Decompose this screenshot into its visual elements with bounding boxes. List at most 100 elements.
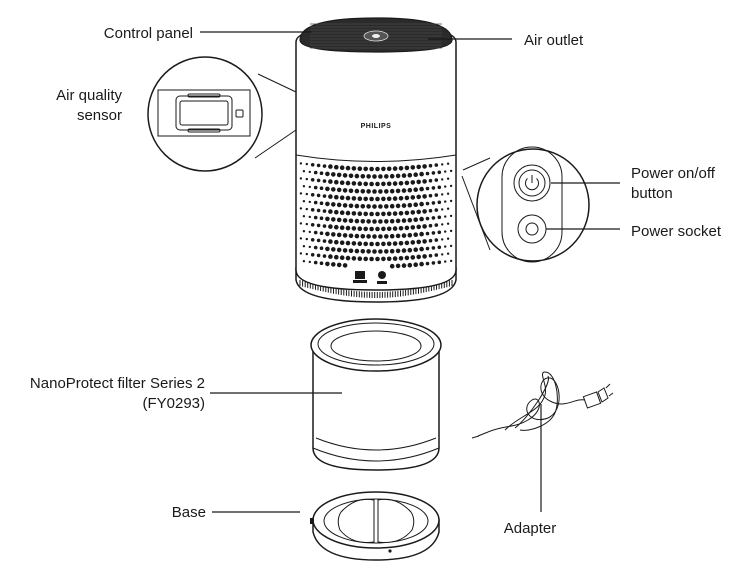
grille-hole [419, 201, 424, 207]
sensor-zoom-callout [147, 56, 297, 172]
grille-hole [313, 215, 318, 220]
grille-hole [316, 163, 321, 168]
grille-hole [401, 203, 407, 208]
grille-hole [386, 241, 392, 247]
grille-hole [357, 181, 363, 186]
grille-hole [389, 263, 395, 269]
grille-hole [446, 222, 450, 225]
grille-hole [351, 166, 357, 171]
grille-hole [334, 209, 339, 215]
grille-hole [384, 249, 389, 254]
grille-hole [413, 232, 419, 237]
grille-hole [416, 164, 422, 170]
grille-hole [322, 224, 327, 228]
grille-hole [357, 226, 363, 231]
label-air-quality-sensor-line2: sensor [77, 107, 122, 124]
grille-hole [404, 225, 410, 231]
grille-hole [336, 262, 342, 268]
label-filter-line1: NanoProtect filter Series 2 [30, 375, 205, 392]
grille-hole [357, 196, 363, 201]
grille-hole [419, 246, 424, 252]
grille-hole [366, 234, 371, 239]
grille-hole [410, 255, 416, 260]
grille-hole [351, 241, 357, 246]
grille-hole [407, 217, 413, 223]
grille-hole [336, 187, 342, 193]
grille-hole [372, 219, 377, 224]
adapter-cable [471, 371, 614, 439]
grille-hole [328, 194, 333, 199]
grille-hole [401, 188, 407, 193]
grille-hole [305, 192, 308, 196]
grille-hole [395, 218, 401, 224]
grille-hole [310, 178, 315, 182]
grille-hole [302, 230, 306, 233]
grille-hole [428, 208, 433, 213]
grille-hole [319, 216, 324, 220]
grille-hole [381, 166, 386, 172]
grille-hole [434, 253, 439, 257]
grille-hole [398, 241, 404, 246]
grille-hole [410, 180, 416, 185]
grille-hole [299, 162, 303, 165]
grille-hole [322, 209, 327, 213]
grille-hole [345, 195, 351, 201]
grille-hole [444, 185, 447, 188]
grille-hole [331, 172, 336, 177]
grille-hole [369, 211, 374, 217]
grille-hole [319, 171, 324, 175]
grille-hole [351, 181, 357, 186]
grille-hole [331, 232, 336, 237]
grille-hole [431, 246, 436, 250]
grille-hole [389, 233, 395, 239]
grille-hole [419, 171, 424, 177]
grille-hole [305, 222, 308, 226]
grille-hole [322, 164, 327, 168]
grille-hole [434, 163, 439, 167]
grille-hole [381, 211, 386, 217]
grille-hole [334, 224, 339, 230]
label-filter-line2: (FY0293) [142, 395, 205, 412]
grille-hole [392, 196, 398, 201]
grille-hole [378, 174, 383, 179]
grille-hole [398, 196, 404, 201]
grille-hole [437, 200, 442, 205]
grille-hole [395, 188, 401, 194]
grille-hole [410, 240, 416, 245]
grille-hole [313, 200, 318, 205]
grille-hole [419, 216, 424, 222]
grille-hole [395, 263, 401, 269]
grille-hole [363, 256, 369, 262]
grille-hole [422, 209, 427, 214]
grille-hole [410, 225, 416, 230]
grille-hole [357, 211, 363, 216]
grille-hole [308, 230, 311, 234]
grille-hole [386, 166, 392, 172]
grille-hole [360, 234, 366, 239]
grille-hole [331, 187, 336, 192]
grille-hole [360, 174, 366, 179]
grille-hole [410, 210, 416, 215]
grille-hole [441, 178, 444, 181]
grille-hole [336, 247, 342, 253]
grille-hole [339, 240, 345, 245]
grille-hole [345, 240, 351, 246]
grille-hole [305, 177, 308, 181]
grille-hole [386, 226, 392, 232]
grille-hole [392, 181, 398, 186]
grille-hole [384, 204, 389, 209]
grille-hole [444, 260, 447, 263]
grille-hole [446, 207, 450, 210]
grille-hole [431, 171, 436, 175]
grille-hole [313, 245, 318, 250]
grille-hole [299, 237, 303, 240]
grille-hole [392, 256, 398, 261]
grille-hole [310, 193, 315, 197]
grille-hole [322, 239, 327, 243]
grille-hole [413, 187, 419, 192]
grille-hole [351, 196, 357, 201]
grille-hole [316, 223, 321, 228]
grille-hole [328, 254, 333, 259]
grille-hole [372, 204, 377, 209]
grille-hole [386, 181, 392, 187]
